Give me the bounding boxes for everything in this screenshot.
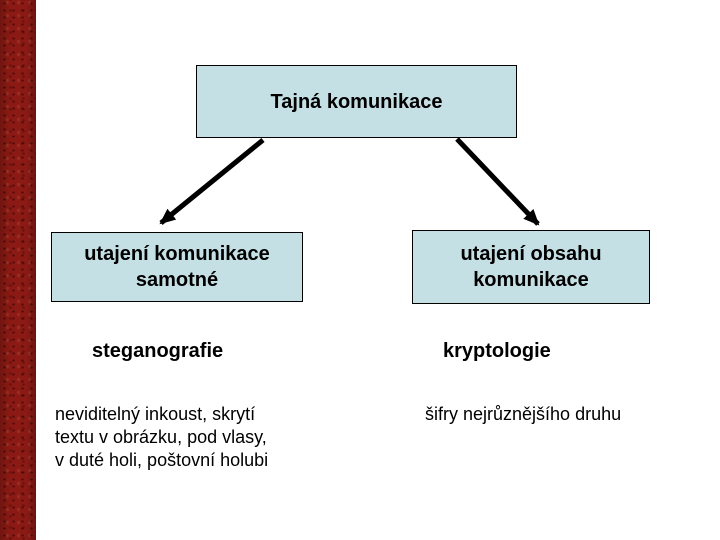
- arrow-down-left-icon: [159, 138, 265, 225]
- branch-node-right: utajení obsahu komunikace: [412, 230, 650, 304]
- node-label-line: samotné: [135, 269, 219, 291]
- example-line: neviditelný inkoust, skrytí: [55, 404, 256, 424]
- discipline-label-steganografie: steganografie: [92, 340, 224, 362]
- branch-node-left: utajení komunikace samotné: [51, 232, 303, 302]
- node-label-line: utajení komunikace: [84, 243, 270, 265]
- node-label-line: komunikace: [473, 269, 589, 291]
- node-label-line: utajení obsahu: [460, 243, 602, 265]
- examples-right: šifry nejrůznějšího druhu: [425, 403, 621, 426]
- left-accent-bar: [0, 0, 36, 540]
- root-node-label: Tajná komunikace: [270, 90, 443, 113]
- example-line: textu v obrázku, pod vlasy,: [55, 427, 267, 447]
- root-node: Tajná komunikace: [196, 65, 517, 138]
- example-line: šifry nejrůznějšího druhu: [425, 404, 622, 424]
- discipline-label-kryptologie: kryptologie: [443, 340, 551, 362]
- examples-left: neviditelný inkoust, skrytí textu v obrá…: [55, 403, 268, 472]
- arrow-down-right-icon: [455, 137, 540, 226]
- example-line: v duté holi, poštovní holubi: [55, 450, 269, 470]
